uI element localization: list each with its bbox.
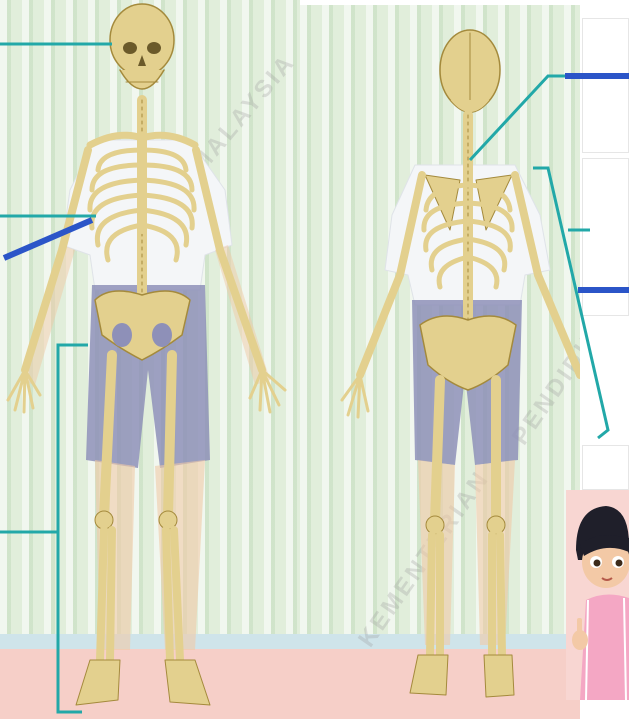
leader-bracket-arm-back bbox=[533, 168, 608, 438]
label-bar-ribs bbox=[4, 220, 92, 258]
leader-line-spine-back bbox=[470, 76, 568, 160]
leader-bracket-leg bbox=[58, 345, 88, 712]
cartoon-boy-icon bbox=[566, 490, 629, 700]
